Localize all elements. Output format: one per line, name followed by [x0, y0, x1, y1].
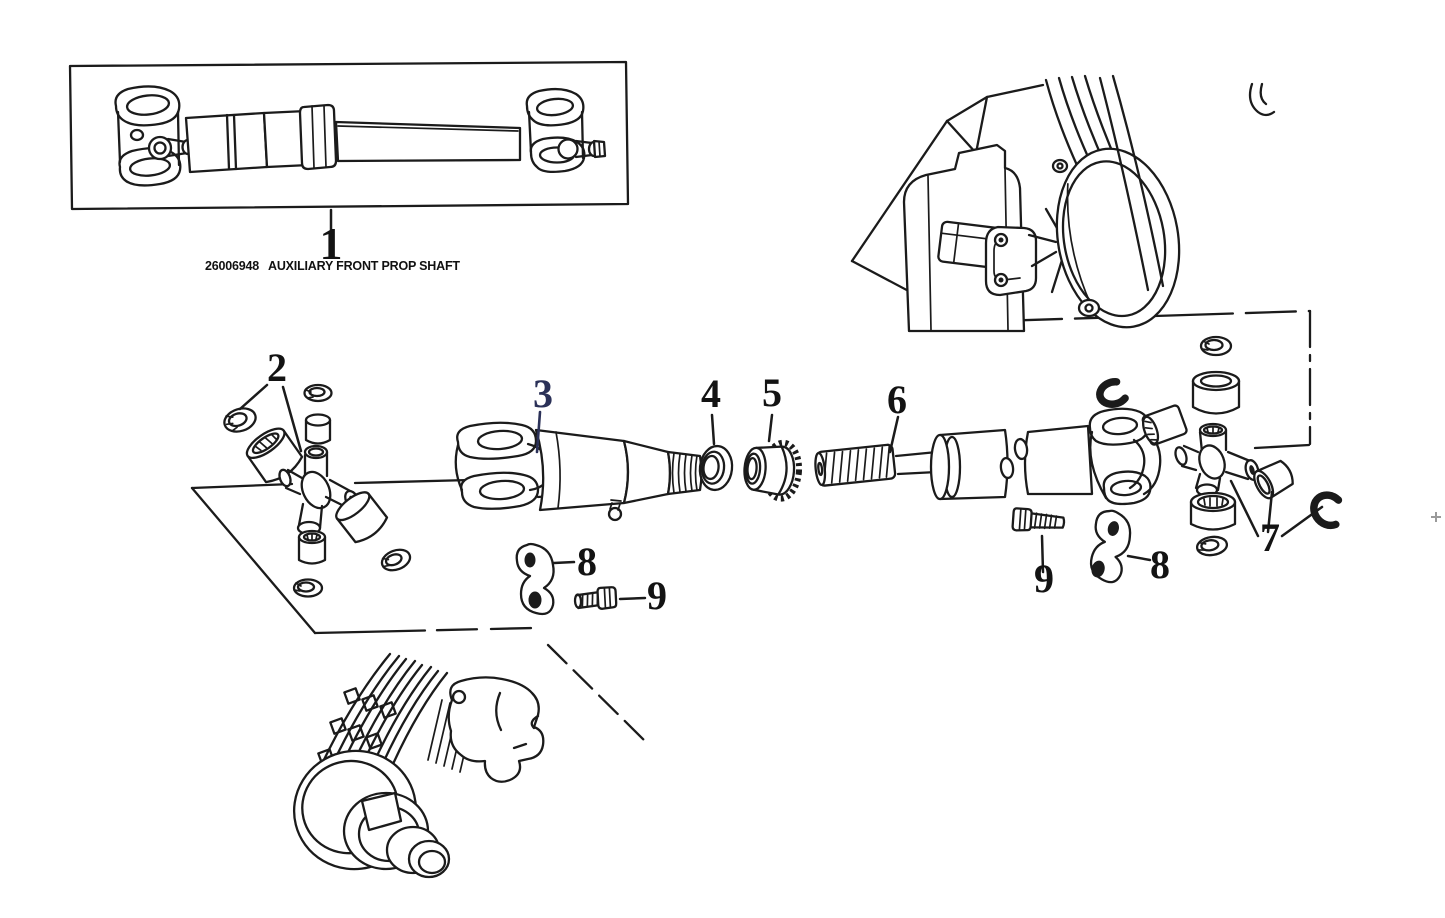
washer-4: [698, 444, 734, 492]
callout-2: 2: [267, 345, 287, 390]
callout-8-right-leader: [1126, 554, 1152, 562]
callout-2-leaders: [238, 383, 303, 453]
callout-8-left: 8: [577, 539, 597, 584]
connector-horizontal: [1253, 443, 1311, 450]
c-clip-icon: [1096, 378, 1129, 408]
dust-cap-5: [743, 439, 803, 502]
band-square-holes: [317, 687, 397, 782]
caption-title: AUXILIARY FRONT PROP SHAFT: [268, 259, 460, 273]
transfer-case-drawing: [850, 74, 1312, 333]
clevis-detail: [1248, 82, 1276, 117]
callout-4-leader: [710, 413, 716, 446]
part1-frame: [68, 60, 630, 211]
callout-9-right-leader: [1040, 534, 1045, 574]
u-joint-kit-7: 7: [1096, 335, 1343, 560]
prop-shaft-caption: 26006948 AUXILIARY FRONT PROP SHAFT: [205, 259, 460, 273]
strap-8-left: 8: [515, 539, 597, 616]
u-joint-kit-2: 2: [223, 345, 412, 598]
bolt-9-left: 9: [573, 573, 667, 618]
caption-part-number: 26006948: [205, 259, 259, 273]
callout-5: 5: [762, 370, 782, 415]
print-artifact-mark: [1431, 512, 1441, 522]
reference-plane-left: [190, 478, 647, 743]
reference-plane-right-left-edge: [850, 119, 949, 263]
drive-chain-lines: [1044, 74, 1138, 210]
slip-yoke-3: 3: [454, 371, 703, 522]
leaf-band-lines: [318, 652, 449, 804]
callout-9-right: 9: [1034, 556, 1054, 601]
callout-3: 3: [533, 371, 553, 416]
bolt-9-right: 9: [1011, 507, 1066, 601]
callout-9-left-leader: [618, 596, 647, 601]
callout-7: 7: [1260, 515, 1280, 560]
callout-3-leader: [535, 410, 542, 454]
callout-8-right: 8: [1150, 542, 1170, 587]
callout-1: 1: [320, 218, 343, 269]
callout-4: 4: [701, 371, 721, 416]
callout-6: 6: [887, 377, 907, 422]
callout-9-left: 9: [647, 573, 667, 618]
axle-input-drawing: [292, 652, 545, 879]
callout-8-left-leader: [552, 560, 576, 565]
callout-6-leader: [888, 415, 900, 454]
callout-5-leader: [767, 413, 774, 443]
c-clip-icon: [1310, 491, 1343, 530]
shaft-assembly-6: 6: [814, 377, 1162, 506]
part1-boxed-drawing: 1 26006948 AUXILIARY FRONT PROP SHAFT: [68, 60, 630, 273]
callout-7-leaders: [1229, 479, 1324, 538]
strap-8-right: 8: [1089, 509, 1170, 587]
